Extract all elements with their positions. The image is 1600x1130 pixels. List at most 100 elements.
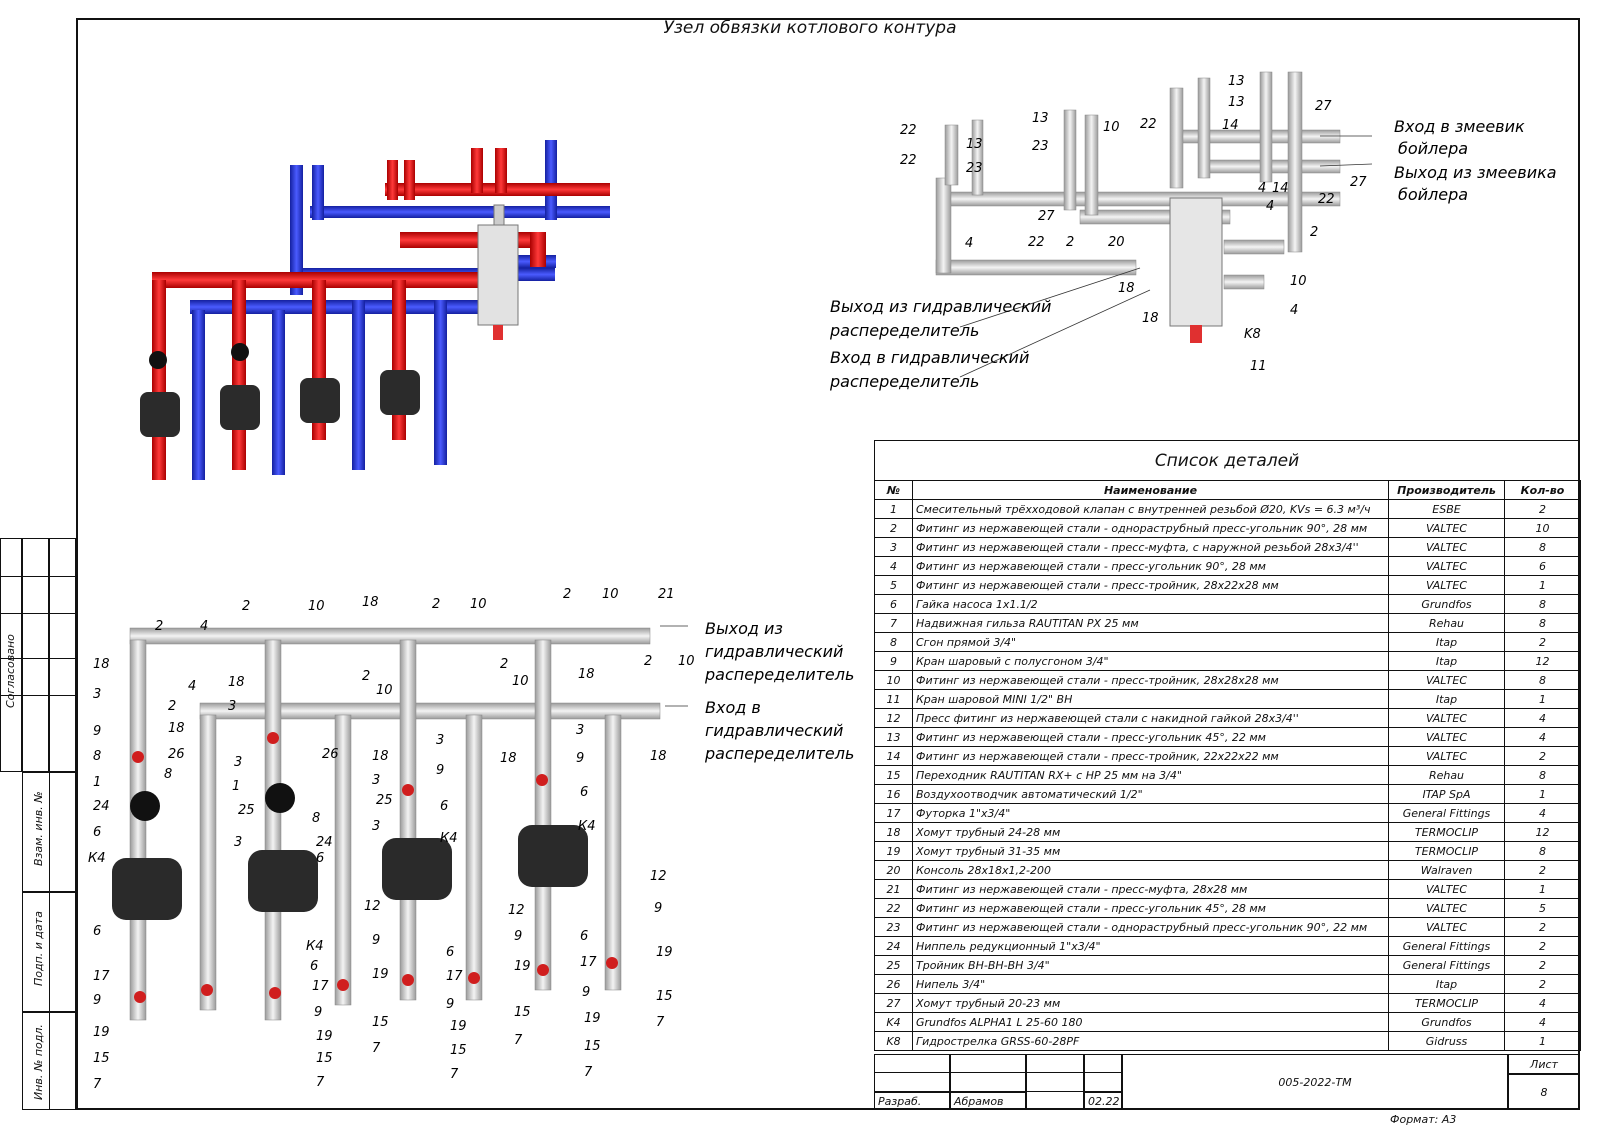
part-qty: 10 — [1504, 518, 1581, 538]
part-name: Фитинг из нержавеющей стали - пресс-муфт… — [912, 537, 1389, 557]
part-maker: VALTEC — [1388, 518, 1505, 538]
part-qty: 2 — [1504, 974, 1581, 994]
part-maker: Itap — [1388, 651, 1505, 671]
part-number-label: 15 — [93, 1051, 110, 1066]
part-number-label: 9 — [93, 993, 101, 1008]
pump-k4 — [248, 850, 318, 912]
part-number-label: 19 — [316, 1029, 333, 1044]
part-number-label: 23 — [1032, 139, 1049, 154]
part-name: Гидрострелка GRSS-60-28PF — [912, 1031, 1389, 1051]
part-number-label: 27 — [1315, 99, 1332, 114]
part-no: K4 — [874, 1012, 913, 1032]
drawing-title: Узел обвязки котлового контура — [663, 18, 957, 38]
stamp-sheet-label: Лист — [1508, 1054, 1580, 1074]
part-maker: ESBE — [1388, 499, 1505, 519]
red-drop — [392, 280, 406, 440]
col-header-qty: Кол-во — [1504, 480, 1581, 500]
format-label: Формат: А3 — [1390, 1113, 1457, 1126]
part-number-label: 10 — [1290, 274, 1307, 289]
mixing-valve — [265, 783, 295, 813]
part-number-label: 15 — [316, 1051, 333, 1066]
red-elbow — [530, 232, 546, 267]
part-no: 16 — [874, 784, 913, 804]
part-number-label: 12 — [364, 899, 381, 914]
part-number-label: 2 — [168, 699, 176, 714]
part-number-label: 9 — [372, 933, 380, 948]
drop — [534, 639, 552, 991]
drop — [264, 639, 282, 1021]
part-name: Переходник RAUTITAN RX+ с НР 25 мм на 3/… — [912, 765, 1389, 785]
part-number-label: 2 — [644, 654, 652, 669]
part-qty: 8 — [1504, 841, 1581, 861]
part-number-label: 7 — [656, 1015, 665, 1030]
part-qty: 4 — [1504, 727, 1581, 747]
part-number-label: 24 — [316, 835, 333, 850]
part-number-label: 8 — [93, 749, 101, 764]
ball-valves — [132, 732, 618, 1003]
part-no: 13 — [874, 727, 913, 747]
part-number-label: 9 — [576, 751, 584, 766]
part-number-label: 9 — [446, 997, 454, 1012]
grey-manifold-view — [112, 627, 661, 1021]
part-maker: Itap — [1388, 974, 1505, 994]
pump-k4 — [518, 825, 588, 887]
part-number-label: 13 — [1032, 111, 1049, 126]
part-qty: 4 — [1504, 1012, 1581, 1032]
part-number-label: 12 — [508, 903, 525, 918]
part-number-label: 3 — [576, 723, 584, 738]
part-qty: 4 — [1504, 993, 1581, 1013]
stamp-doc-code: 005-2022-ТМ — [1122, 1054, 1508, 1110]
pipe — [944, 124, 959, 186]
part-number-label: 27 — [1038, 209, 1055, 224]
part-number-label: 19 — [93, 1025, 110, 1040]
part-number-label: 7 — [450, 1067, 459, 1082]
ball-valve-icon — [267, 732, 279, 744]
part-name: Воздухоотводчик автоматический 1/2" — [912, 784, 1389, 804]
pump-k4 — [382, 838, 452, 900]
part-name: Фитинг из нержавеющей стали - однорастру… — [912, 917, 1389, 937]
part-number-label: 7 — [316, 1075, 325, 1090]
stamp-sheet-no: 8 — [1508, 1074, 1580, 1110]
part-number-label: 22 — [1140, 117, 1157, 132]
ball-valve-icon — [269, 987, 281, 999]
part-number-label: 6 — [580, 929, 588, 944]
hydraulic-separator — [1169, 197, 1223, 327]
part-number-label: 18 — [228, 675, 245, 690]
part-number-label: 19 — [372, 967, 389, 982]
part-number-label: 3 — [234, 835, 242, 850]
stamp-cell — [874, 1072, 1122, 1092]
part-maker: TERMOCLIP — [1388, 993, 1505, 1013]
part-no: 6 — [874, 594, 913, 614]
part-no: 10 — [874, 670, 913, 690]
part-qty: 1 — [1504, 689, 1581, 709]
part-qty: 2 — [1504, 860, 1581, 880]
part-name: Grundfos ALPHA1 L 25-60 180 — [912, 1012, 1389, 1032]
part-maker: VALTEC — [1388, 898, 1505, 918]
part-number-label: 10 — [470, 597, 487, 612]
part-number-label: 9 — [436, 763, 444, 778]
col-header-maker: Производитель — [1388, 480, 1505, 500]
part-no: 9 — [874, 651, 913, 671]
pipe — [1084, 114, 1099, 216]
part-no: 15 — [874, 765, 913, 785]
part-name: Хомут трубный 20-23 мм — [912, 993, 1389, 1013]
part-maker: VALTEC — [1388, 556, 1505, 576]
part-number-label: 3 — [228, 699, 236, 714]
part-number-label: 14 — [1272, 181, 1289, 196]
part-number-label: 18 — [168, 721, 185, 736]
blue-drop — [352, 300, 365, 470]
stamp-date: 02.22 — [1084, 1092, 1122, 1110]
part-no: K8 — [874, 1031, 913, 1051]
